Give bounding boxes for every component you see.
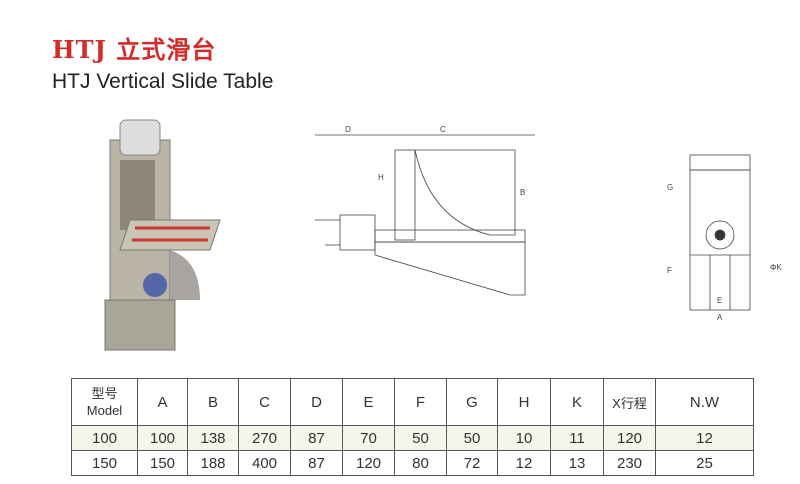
table-header-row: 型号 Model A B C D E F G H K X行程 N.W <box>71 378 754 426</box>
header-model: 型号 Model <box>71 378 138 426</box>
cell: 120 <box>342 450 395 476</box>
cell: 11 <box>550 425 604 451</box>
cell: 50 <box>394 425 447 451</box>
label-g: G <box>667 183 673 192</box>
cell: 270 <box>238 425 291 451</box>
cell: 230 <box>603 450 656 476</box>
label-c: C <box>440 125 446 134</box>
cell: 400 <box>238 450 291 476</box>
cell: 12 <box>497 450 551 476</box>
title-english: HTJ Vertical Slide Table <box>52 70 274 93</box>
header-cell: D <box>290 378 343 426</box>
cell: 13 <box>550 450 604 476</box>
cell: 150 <box>137 450 188 476</box>
cell: 80 <box>394 450 447 476</box>
label-f: F <box>667 266 672 275</box>
header-cell: B <box>187 378 239 426</box>
cell: 150 <box>71 450 138 476</box>
label-a: A <box>717 313 723 322</box>
table-row: 150 150 188 400 87 120 80 72 12 13 230 2… <box>71 450 754 476</box>
header-model-en: Model <box>86 403 123 418</box>
cell: 188 <box>187 450 239 476</box>
cell: 87 <box>290 450 343 476</box>
cell: 12 <box>655 425 754 451</box>
cell: 138 <box>187 425 239 451</box>
header-cell: X行程 <box>603 378 656 426</box>
label-e: E <box>717 296 722 305</box>
cell: 100 <box>71 425 138 451</box>
front-view-drawing: G F E A ΦK <box>667 154 782 322</box>
header-cell: H <box>497 378 551 426</box>
header-cell: G <box>446 378 498 426</box>
cell: 87 <box>290 425 343 451</box>
cell: 72 <box>446 450 498 476</box>
cell: 25 <box>655 450 754 476</box>
header-cell: E <box>342 378 395 426</box>
header-cell: A <box>137 378 188 426</box>
label-h: H <box>378 173 384 182</box>
cell: 120 <box>603 425 656 451</box>
table-row: 100 100 138 270 87 70 50 50 10 11 120 12 <box>71 425 754 451</box>
title-chinese: HTJ 立式滑台 <box>52 35 217 64</box>
cell: 10 <box>497 425 551 451</box>
cell: 100 <box>137 425 188 451</box>
label-b: B <box>520 188 525 197</box>
header-cell: N.W <box>655 378 754 426</box>
side-view-drawing: D C H B <box>315 125 535 296</box>
header-model-cn: 型号 <box>91 386 118 401</box>
cell: 50 <box>446 425 498 451</box>
label-d: D <box>345 125 351 134</box>
header-cell: K <box>550 378 604 426</box>
header-cell: F <box>394 378 447 426</box>
spec-table: 型号 Model A B C D E F G H K X行程 N.W 100 1… <box>71 378 754 476</box>
product-photo <box>104 119 221 351</box>
header-cell: C <box>238 378 291 426</box>
cell: 70 <box>342 425 395 451</box>
label-phi-k: ΦK <box>770 263 782 272</box>
